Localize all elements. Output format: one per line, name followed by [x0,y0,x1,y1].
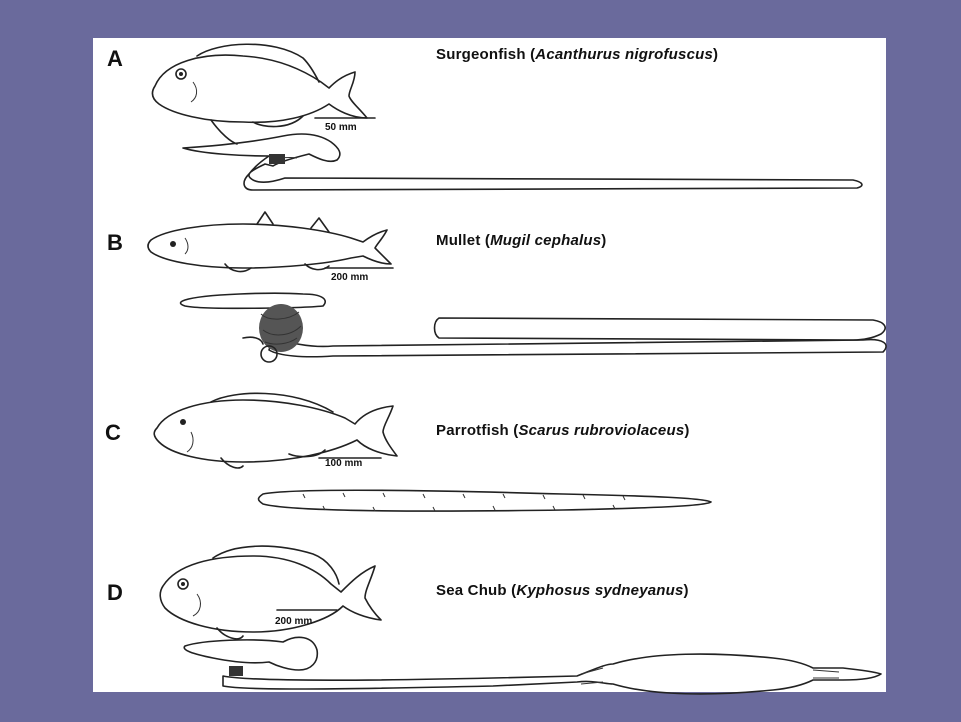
sea-chub-drawing [160,546,381,639]
parrotfish-drawing [154,393,397,468]
surgeonfish-drawing [152,44,375,144]
mullet-gut [181,293,887,362]
mullet-drawing [148,212,393,271]
sea-chub-gut [184,637,881,694]
parrotfish-gut [259,490,712,511]
figure-panel: A Surgeonfish (Acanthurus nigrofuscus) 5… [93,38,886,692]
illustrations [93,38,886,692]
surgeonfish-gut [183,134,862,190]
